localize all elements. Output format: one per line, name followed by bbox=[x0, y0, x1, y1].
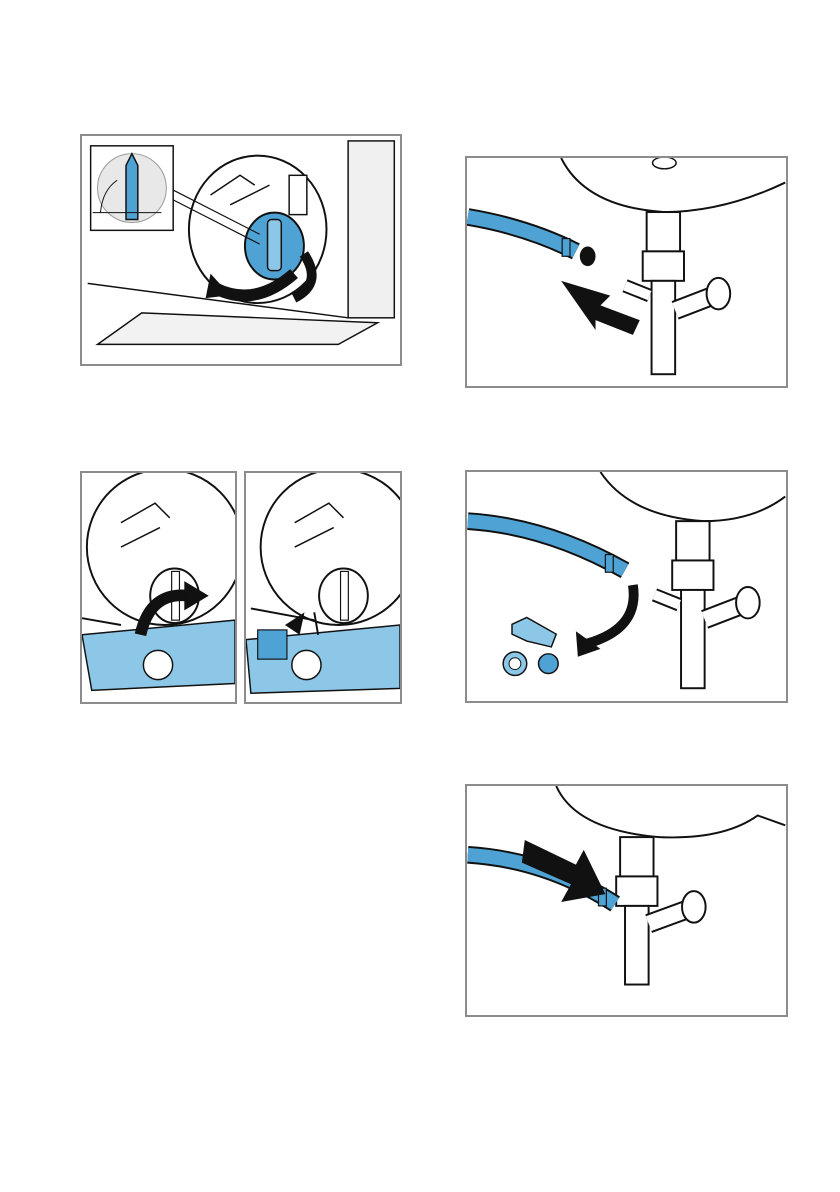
figure-hose-attach-final bbox=[465, 784, 788, 1017]
step-callout-1 bbox=[143, 650, 172, 679]
figure-open-lid-step-2 bbox=[244, 471, 402, 704]
drain-pipe bbox=[625, 906, 649, 985]
drain-pipe bbox=[652, 281, 676, 374]
hose-clamp bbox=[562, 239, 570, 257]
drain-tray bbox=[98, 313, 378, 344]
drain-pipe bbox=[681, 590, 705, 688]
figure-hose-with-parts bbox=[465, 470, 788, 703]
sink-basin bbox=[600, 472, 785, 521]
curved-arrow-icon bbox=[586, 585, 634, 644]
machine-side-panel bbox=[348, 141, 394, 318]
step-callout-2 bbox=[292, 650, 321, 679]
sink-basin bbox=[556, 786, 785, 837]
figure-filter-cap-turn bbox=[80, 134, 402, 366]
adapter-parts bbox=[503, 617, 558, 675]
figure-hose-to-trap bbox=[465, 156, 788, 388]
figure-open-lid-step-1 bbox=[80, 471, 237, 704]
